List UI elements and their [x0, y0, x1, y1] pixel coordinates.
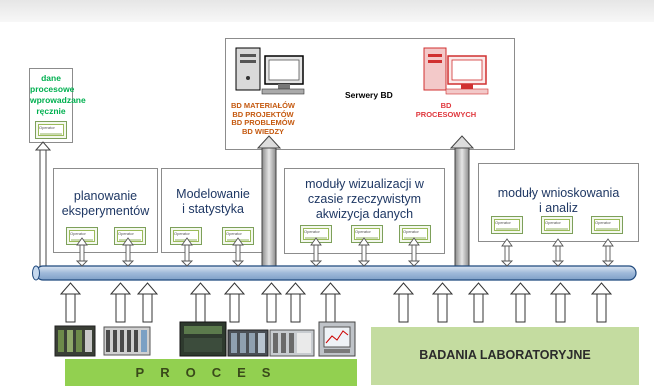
- module-visualization-title: moduły wizualizacji w czasie rzeczywisty…: [305, 177, 424, 221]
- module-bus-arrows: [75, 237, 615, 267]
- manual-input-title: dane procesowe wprowadzane ręcznie: [30, 73, 86, 116]
- operator-panel-icon: Operator: [300, 225, 332, 243]
- module-planning-title: planowanie eksperymentów: [61, 189, 150, 218]
- module-modeling-title: Modelowanie i statystyka: [176, 187, 250, 216]
- controller-unit-icon: [179, 321, 227, 357]
- manual-input-arrow: [34, 141, 52, 269]
- top-band: [0, 0, 654, 22]
- server-connection-pipe: [256, 135, 282, 271]
- laboratory-band: BADANIA LABORATORYJNE: [371, 327, 639, 385]
- operator-panel-icon: Operator: [541, 216, 573, 234]
- module-inference-box: moduły wnioskowania i analiz Operator Op…: [478, 163, 639, 242]
- operator-panel-icon: Operator: [35, 121, 67, 139]
- operator-panel-icon: Operator: [591, 216, 623, 234]
- recorder-panel-icon: [318, 321, 356, 357]
- server-connection-pipe: [449, 135, 475, 271]
- process-band: PROCES: [65, 359, 357, 386]
- server-computer-icon: [423, 47, 489, 95]
- plc-device-icon: [227, 329, 269, 357]
- laboratory-label: BADANIA LABORATORYJNE: [419, 348, 591, 362]
- manual-input-box: dane procesowe wprowadzane ręcznie Opera…: [29, 68, 86, 143]
- server-computer-icon: [235, 47, 305, 95]
- server-db-labels-left: BD MATERIAŁÓW BD PROJEKTÓW BD PROBLEMÓW …: [230, 101, 296, 136]
- plc-device-icon: [54, 325, 96, 357]
- server-db-label-right: BD PROCESOWYCH: [415, 101, 477, 119]
- io-module-rack-icon: [269, 329, 315, 357]
- data-bus: [32, 265, 637, 281]
- operator-panel-icon: Operator: [491, 216, 523, 234]
- io-module-rack-icon: [103, 326, 151, 356]
- module-inference-title: moduły wnioskowania i analiz: [497, 186, 620, 215]
- process-label: PROCES: [135, 365, 287, 380]
- process-up-arrows: [59, 282, 613, 323]
- servers-title: Serwery BD: [345, 90, 393, 100]
